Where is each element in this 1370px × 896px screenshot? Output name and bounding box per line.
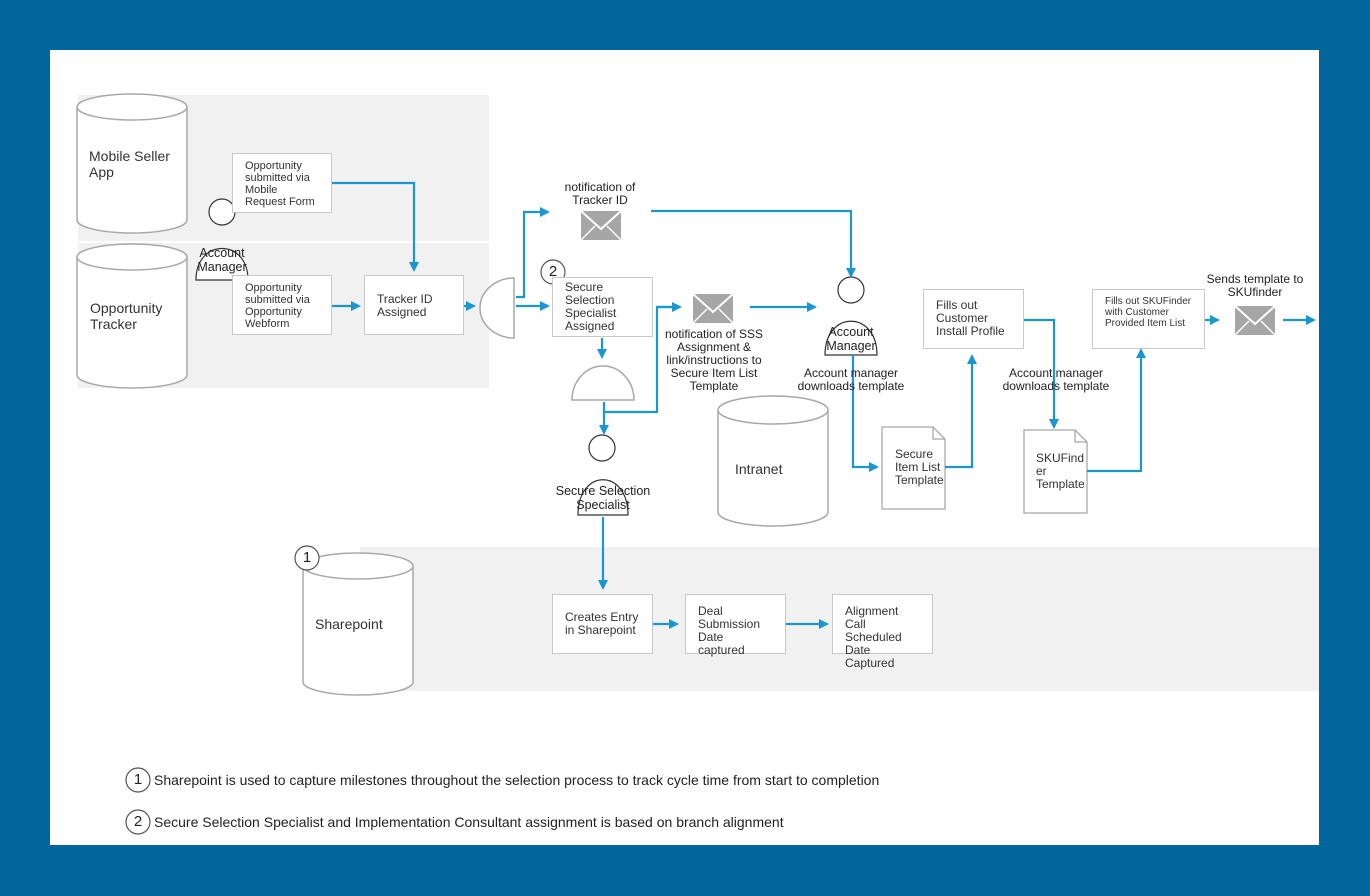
- intranet-db-label: Intranet: [735, 461, 783, 477]
- account-manager-label-2: Account Manager: [826, 325, 876, 353]
- secure-selection-specialist-label: Secure Selection Specialist: [555, 484, 651, 512]
- secure-item-list-label: Secure Item List Template: [895, 447, 944, 487]
- am-downloads-label-2: Account manager downloads template: [1002, 366, 1110, 393]
- note-text-1: Sharepoint is used to capture milestones…: [154, 772, 880, 788]
- marker-number-1: 1: [302, 549, 312, 566]
- skufinder-template-document: [1023, 429, 1088, 514]
- envelope-icon: [1234, 305, 1276, 336]
- mobile-request-box: Opportunity submitted via Mobile Request…: [232, 153, 332, 213]
- diagram-shapes: [76, 93, 1316, 835]
- install-profile-box: Fills out Customer Install Profile: [923, 289, 1024, 349]
- secure-selection-specialist-person: [577, 434, 629, 516]
- am-downloads-label-1: Account manager downloads template: [797, 366, 905, 393]
- intranet-database: [717, 395, 829, 527]
- diagram-canvas: Mobile Seller App Opportunity Tracker In…: [50, 50, 1319, 845]
- secure-item-list-document: [881, 426, 946, 510]
- account-manager-person-2: [824, 276, 878, 356]
- note-circle-1: [125, 767, 151, 793]
- marker-number-2: 2: [548, 263, 558, 280]
- note-number-1: 1: [133, 771, 143, 788]
- account-manager-person-1: [195, 198, 249, 281]
- notification-tracker-label: notification of Tracker ID: [564, 180, 636, 207]
- alignment-call-box: Alignment Call Scheduled Date Captured: [832, 594, 933, 670]
- note-text-2: Secure Selection Specialist and Implemen…: [154, 814, 784, 830]
- skufinder-fill-box: Fills out SKUFinder with Customer Provid…: [1092, 289, 1205, 349]
- envelope-icon: [580, 210, 622, 241]
- sends-template-label: Sends template to SKUfinder: [1206, 272, 1304, 299]
- note-circle-2: [125, 809, 151, 835]
- merge-shape-right: [479, 277, 515, 339]
- connectors: [332, 181, 1316, 629]
- tracker-id-box: Tracker ID Assigned: [364, 275, 464, 335]
- opportunity-tracker-database: [76, 243, 188, 389]
- sss-assigned-box: Secure Selection Specialist Assigned: [552, 277, 653, 337]
- notification-sss-label: notification of SSS Assignment & link/in…: [664, 327, 764, 393]
- opportunity-tracker-db-label: Opportunity Tracker: [90, 300, 163, 332]
- account-manager-label-1: Account Manager: [197, 246, 247, 274]
- note-number-2: 2: [133, 813, 143, 830]
- skufinder-template-label: SKUFind er Template: [1036, 451, 1085, 491]
- envelope-icon: [692, 293, 734, 324]
- deal-submission-box: Deal Submission Date captured: [685, 594, 786, 657]
- webform-box: Opportunity submitted via Opportunity We…: [232, 275, 332, 335]
- merge-shape-down: [571, 365, 635, 401]
- sharepoint-database: [302, 552, 414, 696]
- mobile-seller-database: [76, 93, 188, 234]
- mobile-seller-db-label: Mobile Seller App: [89, 148, 170, 180]
- creates-entry-box: Creates Entry in Sharepoint: [552, 594, 653, 654]
- sharepoint-db-label: Sharepoint: [315, 616, 383, 632]
- marker-circle-1: [294, 545, 320, 571]
